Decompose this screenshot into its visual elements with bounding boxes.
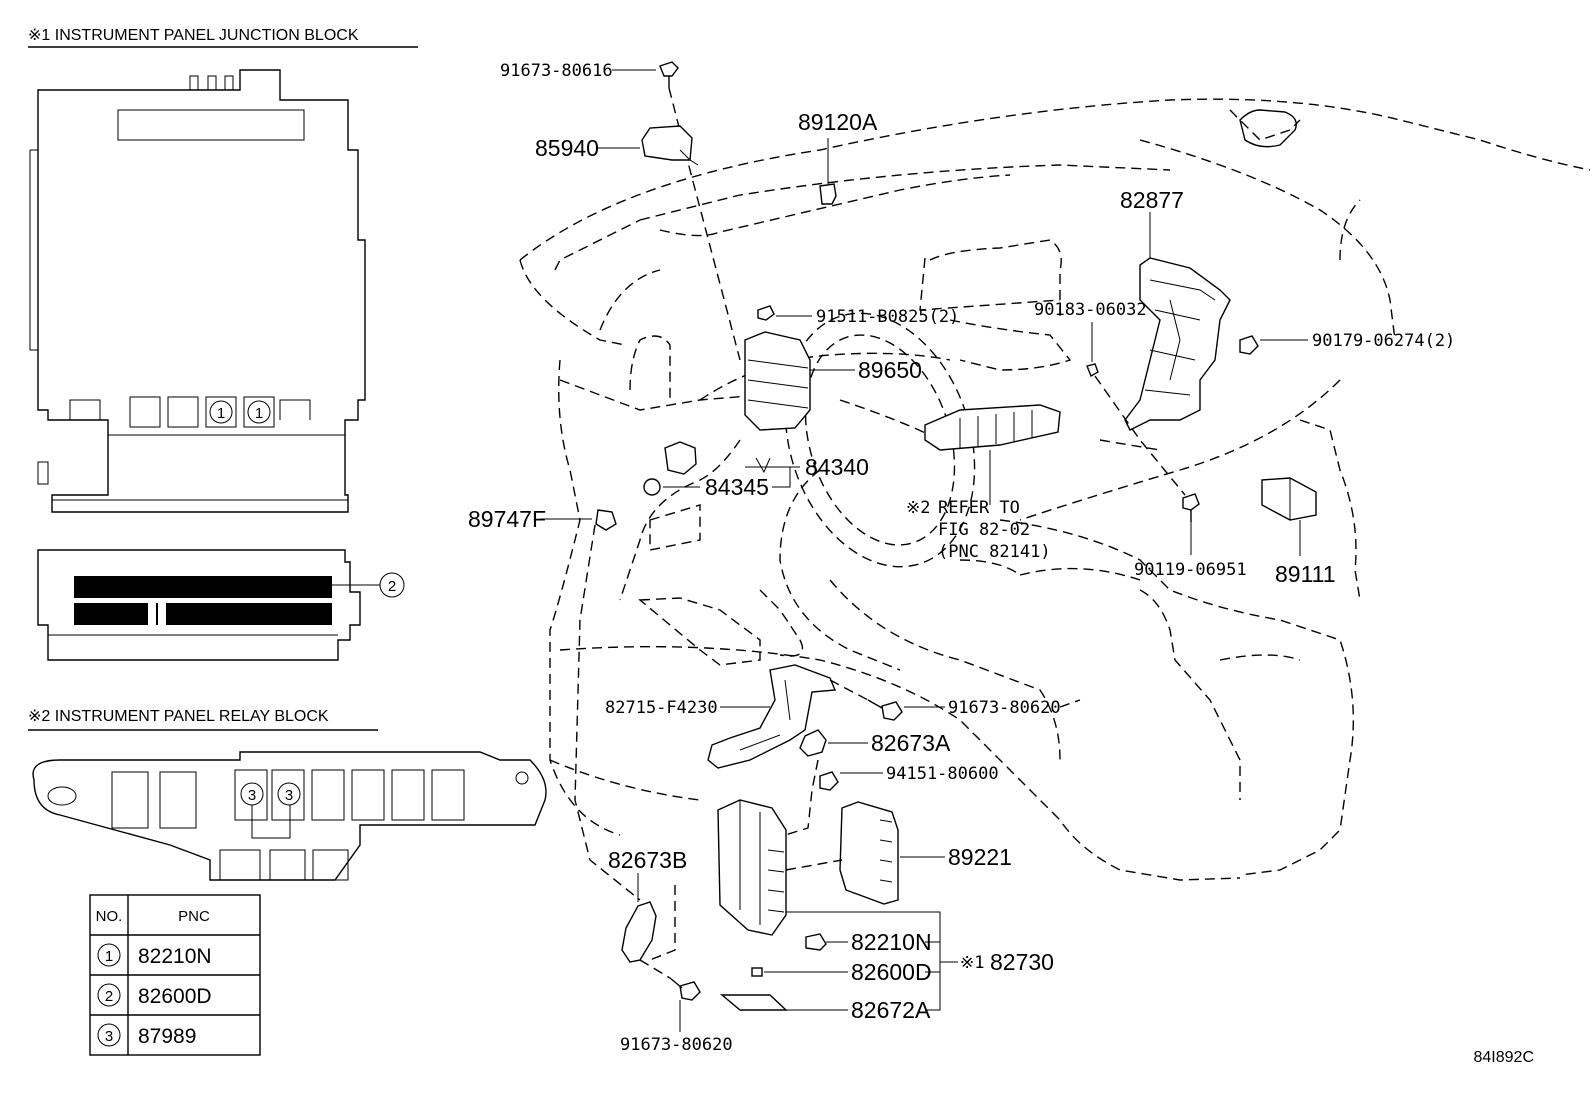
table-header-no: NO. (96, 908, 123, 925)
label-89747F: 89747F (468, 506, 546, 532)
junction-block-title: ※1 INSTRUMENT PANEL JUNCTION BLOCK (28, 27, 359, 44)
label-82210N: 82210N (851, 929, 932, 955)
bolt-91673-80620-upper (867, 699, 903, 721)
part-82672A (720, 994, 788, 1011)
refer-note-line-2: FIG 82-02 (938, 520, 1030, 540)
label-82730-mark: ※1 (960, 953, 984, 973)
label-89120A: 89120A (798, 109, 878, 135)
nut-90183 (1086, 363, 1099, 378)
part-relay-block-82141 (924, 404, 1061, 451)
part-89111 (1261, 477, 1317, 521)
callout-circle-2 (379, 572, 405, 598)
label-91511-B0825: 91511-B0825(2) (816, 307, 959, 327)
callout-number: 3 (285, 787, 293, 804)
label-82715-F4230: 82715-F4230 (605, 698, 718, 718)
refer-note-mark: ※2 (906, 498, 930, 518)
part-84345 (643, 478, 661, 496)
bolt-91673-80616 (659, 61, 679, 88)
part-85940 (641, 125, 699, 166)
part-89650 (744, 331, 811, 431)
part-82877-bracket (1124, 257, 1231, 431)
label-82673B: 82673B (608, 847, 687, 873)
label-82673A: 82673A (871, 730, 951, 756)
part-89221 (839, 801, 899, 905)
part-84340 (664, 441, 697, 475)
label-90119-06951: 90119-06951 (1134, 560, 1247, 580)
table-row-pnc: 82210N (138, 945, 212, 968)
callout-number: 3 (248, 787, 256, 804)
callout-number: 2 (388, 578, 396, 595)
label-84345: 84345 (705, 474, 769, 500)
refer-note-line-1: REFER TO (938, 498, 1020, 518)
table-row-no: 1 (105, 948, 113, 965)
label-82672A: 82672A (851, 997, 931, 1023)
screw-91511 (757, 305, 775, 321)
label-82877: 82877 (1120, 187, 1184, 213)
callout-number: 1 (217, 405, 225, 422)
table-row-pnc: 82600D (138, 985, 212, 1008)
part-82715-F4230 (707, 664, 837, 769)
part-82673B (621, 901, 657, 963)
label-85940: 85940 (535, 135, 599, 161)
label-94151-80600: 94151-80600 (886, 764, 999, 784)
junction-block-side-view: 2 (37, 549, 405, 661)
bolt-90119 (1182, 493, 1200, 522)
label-89650: 89650 (858, 357, 922, 383)
label-89221: 89221 (948, 844, 1012, 870)
nut-94151 (819, 771, 839, 791)
callout-circle-1a (209, 400, 233, 424)
label-90179-06274: 90179-06274(2) (1312, 331, 1455, 351)
table-row-no: 3 (105, 1028, 113, 1045)
junction-block-front-view: 1 1 (29, 69, 366, 513)
table-header-pnc: PNC (178, 908, 210, 925)
label-91673-80620-lower: 91673-80620 (620, 1035, 733, 1055)
part-82673A (799, 729, 827, 757)
refer-note-line-3: (PNC 82141) (938, 542, 1051, 562)
callout-number: 1 (255, 405, 263, 422)
illustration-code: 84I892C (1474, 1049, 1535, 1066)
label-91673-80616: 91673-80616 (500, 61, 613, 81)
label-89111: 89111 (1275, 561, 1336, 587)
part-89747F (595, 509, 617, 531)
pnc-table: NO. PNC 1 82210N 2 82600D 3 87989 (89, 894, 261, 1056)
part-89120A (819, 183, 837, 205)
nut-90179 (1239, 335, 1259, 355)
label-91673-80620-upper: 91673-80620 (948, 698, 1061, 718)
label-82730: 82730 (990, 949, 1054, 975)
relay-block-view: 3 3 (32, 751, 547, 881)
label-84340: 84340 (805, 454, 869, 480)
label-90183-06032: 90183-06032 (1034, 300, 1147, 320)
dashboard-outline (519, 98, 1591, 881)
table-row-pnc: 87989 (138, 1025, 196, 1048)
part-82730-ecu (717, 799, 787, 936)
callout-circle-1b (247, 400, 271, 424)
table-row-no: 2 (105, 988, 113, 1005)
callout-circle-3b (277, 782, 301, 806)
bolt-91673-80620-lower (669, 977, 701, 1001)
part-82210N (805, 933, 827, 951)
relay-block-title: ※2 INSTRUMENT PANEL RELAY BLOCK (28, 708, 329, 725)
part-82600D (751, 967, 763, 977)
label-82600D: 82600D (851, 959, 932, 985)
